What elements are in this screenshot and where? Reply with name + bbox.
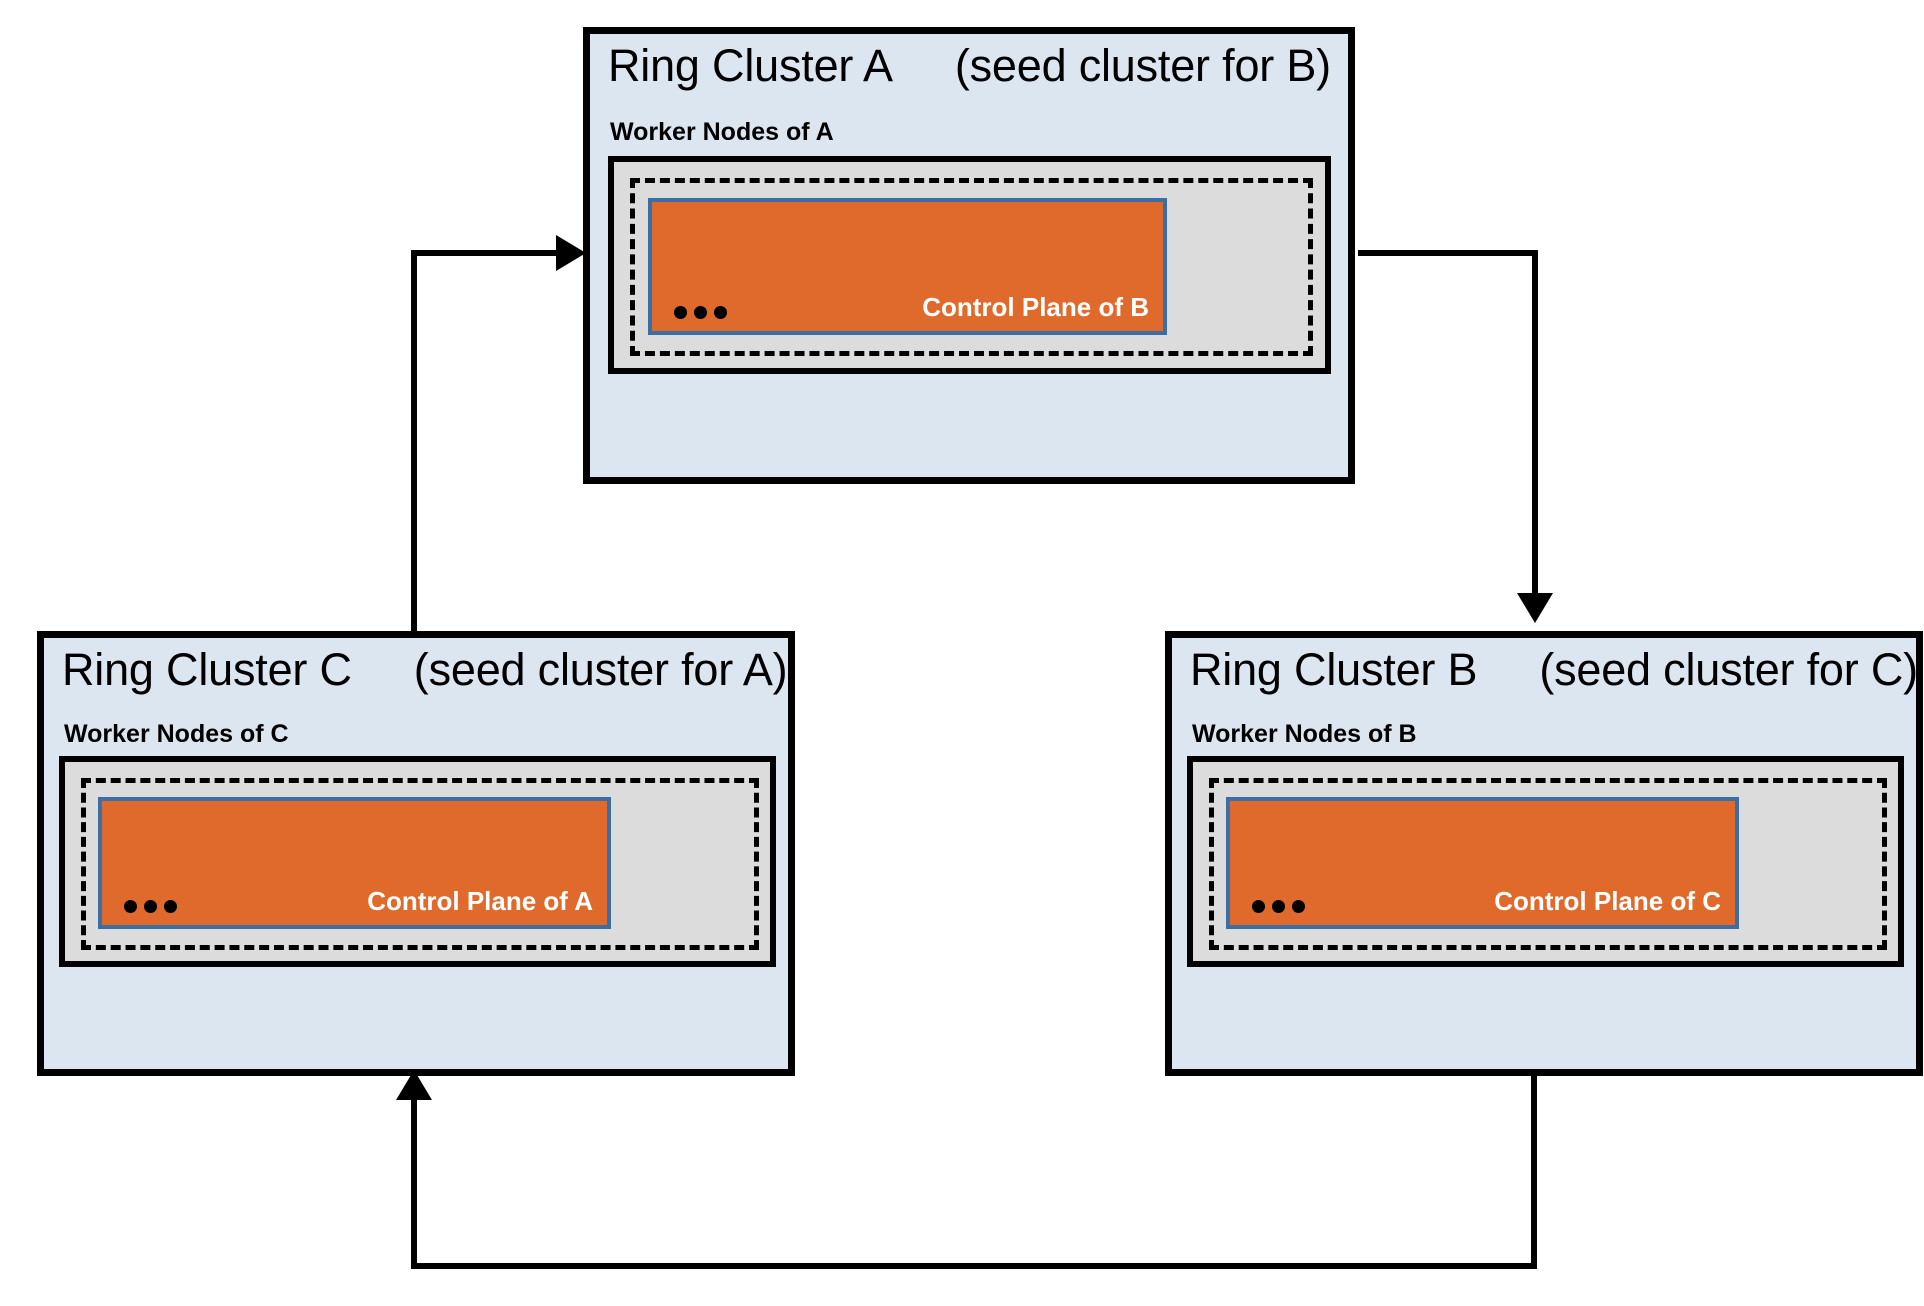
cluster-b-ellipsis-icon [1252, 900, 1305, 913]
cluster-a-worker-nodes-box[interactable]: Control Plane of B [608, 156, 1331, 374]
cluster-a-worker-label: Worker Nodes of A [610, 118, 834, 146]
cluster-c-control-plane-box[interactable]: Control Plane of A [98, 797, 611, 929]
cluster-b-control-plane-box[interactable]: Control Plane of C [1226, 797, 1739, 929]
arrowhead-into-cluster-b-icon [1517, 593, 1553, 623]
arrowhead-into-cluster-a-icon [556, 235, 586, 271]
connector-b-to-c-horizontal [411, 1263, 1537, 1269]
connector-a-to-b-horizontal [1358, 250, 1538, 256]
cluster-b-title: Ring Cluster B (seed cluster for C) [1190, 644, 1918, 696]
cluster-a-ellipsis-icon [674, 306, 727, 319]
cluster-c-ellipsis-icon [124, 900, 177, 913]
cluster-c-worker-nodes-box[interactable]: Control Plane of A [59, 756, 776, 967]
connector-b-to-c-vertical-left [411, 1100, 417, 1267]
connector-c-to-a-vertical [411, 253, 417, 667]
cluster-b-node-boundary [1209, 778, 1887, 950]
cluster-a-title-text: Ring Cluster A [608, 40, 893, 91]
cluster-c[interactable]: Ring Cluster C (seed cluster for A) Worke… [37, 631, 795, 1076]
cluster-b-subtitle-text: (seed cluster for C) [1539, 644, 1918, 695]
cluster-b-title-text: Ring Cluster B [1190, 644, 1478, 695]
cluster-a-subtitle-text: (seed cluster for B) [954, 40, 1331, 91]
cluster-b[interactable]: Ring Cluster B (seed cluster for C) Worke… [1165, 631, 1923, 1076]
cluster-b-worker-label: Worker Nodes of B [1192, 720, 1417, 748]
cluster-a-node-boundary [630, 178, 1313, 356]
connector-c-to-a-horizontal [411, 250, 566, 256]
cluster-c-title-text: Ring Cluster C [62, 644, 352, 695]
cluster-a-title: Ring Cluster A (seed cluster for B) [608, 40, 1331, 92]
cluster-b-control-plane-label: Control Plane of C [1494, 886, 1721, 916]
cluster-c-control-plane-label: Control Plane of A [367, 886, 593, 916]
cluster-c-node-boundary [81, 778, 759, 950]
cluster-a-control-plane-box[interactable]: Control Plane of B [648, 198, 1167, 335]
connector-a-to-b-vertical [1532, 250, 1538, 595]
cluster-c-worker-label: Worker Nodes of C [64, 720, 289, 748]
connector-b-to-c-vertical-right [1531, 1057, 1537, 1269]
cluster-a-control-plane-label: Control Plane of B [922, 292, 1149, 322]
cluster-b-worker-nodes-box[interactable]: Control Plane of C [1187, 756, 1904, 967]
cluster-c-subtitle-text: (seed cluster for A) [413, 644, 788, 695]
cluster-a[interactable]: Ring Cluster A (seed cluster for B) Worke… [583, 27, 1355, 484]
cluster-c-title: Ring Cluster C (seed cluster for A) [62, 644, 788, 696]
